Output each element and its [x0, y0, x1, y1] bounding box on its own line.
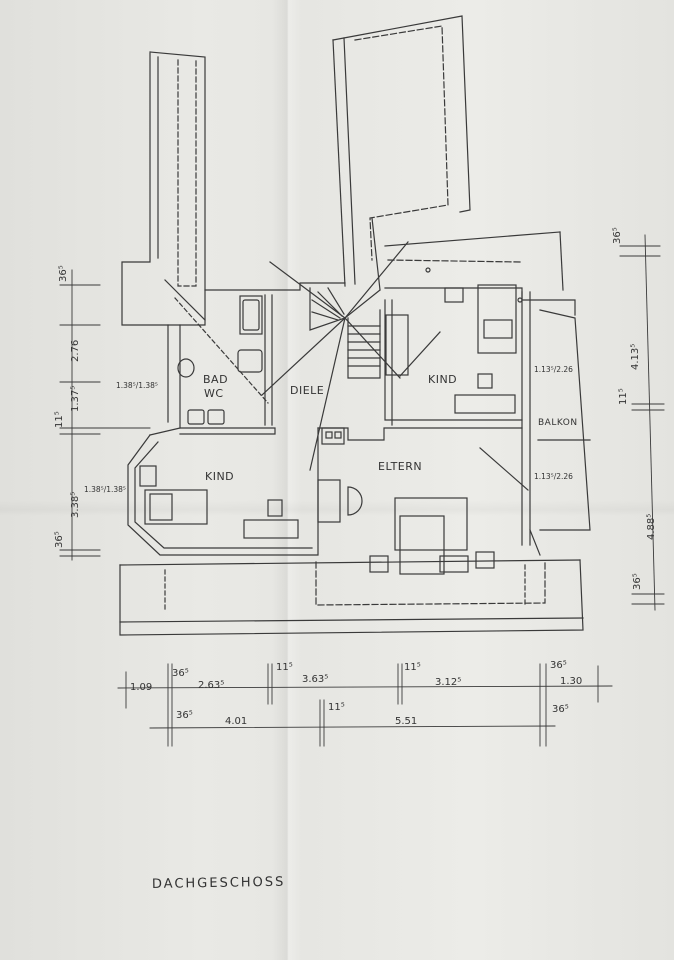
right-roof-bay	[332, 15, 564, 291]
dim-left-3: 1.37⁵	[70, 386, 81, 412]
window-note-kind-right: 1.13⁵/2.26	[534, 365, 573, 374]
drawing-title: DACHGESCHOSS	[152, 875, 286, 892]
paper-fold-horizontal	[0, 500, 674, 516]
kind-left-furniture	[139, 465, 299, 539]
dim-left-1: 36⁵	[58, 265, 69, 282]
room-label-bad: BAD	[203, 373, 228, 386]
dim-bottom-7: 3.12⁵	[435, 677, 461, 688]
dim-bottom-1: 1.09	[130, 682, 152, 693]
room-label-balkon: BALKON	[538, 418, 578, 428]
dim-left-5: 3.38⁵	[70, 492, 81, 518]
dimension-lines-bottom	[117, 663, 613, 747]
left-roof-bay	[121, 51, 206, 326]
dimension-lines-left	[59, 269, 151, 561]
dim-bottom-8: 36⁵	[550, 660, 567, 671]
dim-right-5: 36⁵	[632, 573, 643, 590]
dim-right-3: 11⁵	[618, 388, 629, 405]
dim-bottom-9: 1.30	[560, 676, 582, 687]
bath-fixtures	[174, 294, 273, 426]
dim-right-2: 4.13⁵	[630, 344, 641, 370]
dim-bottom-13: 5.51	[395, 716, 417, 727]
dim-left-6: 36⁵	[54, 531, 65, 548]
dim-bottom-4: 11⁵	[276, 662, 293, 673]
dim-bottom-3: 2.63⁵	[198, 680, 224, 691]
eltern-walls	[164, 427, 546, 613]
room-label-eltern: ELTERN	[378, 460, 422, 473]
kind-right-walls	[384, 259, 523, 426]
window-note-bad: 1.38⁵/1.38⁵	[116, 381, 158, 390]
staircase	[261, 241, 409, 471]
room-label-diele: DIELE	[290, 384, 324, 397]
window-note-eltern: 1.13⁵/2.26	[534, 472, 573, 481]
room-label-kind-left: KIND	[205, 470, 234, 483]
dimension-lines-right	[619, 234, 665, 611]
dim-bottom-10: 36⁵	[176, 710, 193, 721]
dim-bottom-5: 3.63⁵	[302, 674, 328, 685]
room-label-kind-right: KIND	[428, 373, 457, 386]
dim-left-4: 11⁵	[54, 411, 65, 428]
dim-bottom-11: 4.01	[225, 716, 247, 727]
dim-right-1: 36⁵	[612, 227, 623, 244]
room-label-wc: WC	[204, 387, 224, 400]
dim-bottom-14: 36⁵	[552, 704, 569, 715]
window-note-kind-left: 1.38⁵/1.38⁵	[84, 485, 126, 494]
dim-right-4: 4.88⁵	[646, 514, 657, 540]
paper-fold-vertical	[272, 0, 302, 960]
dim-bottom-6: 11⁵	[404, 662, 421, 673]
dim-bottom-12: 11⁵	[328, 702, 345, 713]
dim-left-2: 2.76	[70, 340, 81, 362]
dim-bottom-2: 36⁵	[172, 668, 189, 679]
outer-walls	[119, 282, 591, 636]
kind-left-walls	[127, 324, 319, 556]
